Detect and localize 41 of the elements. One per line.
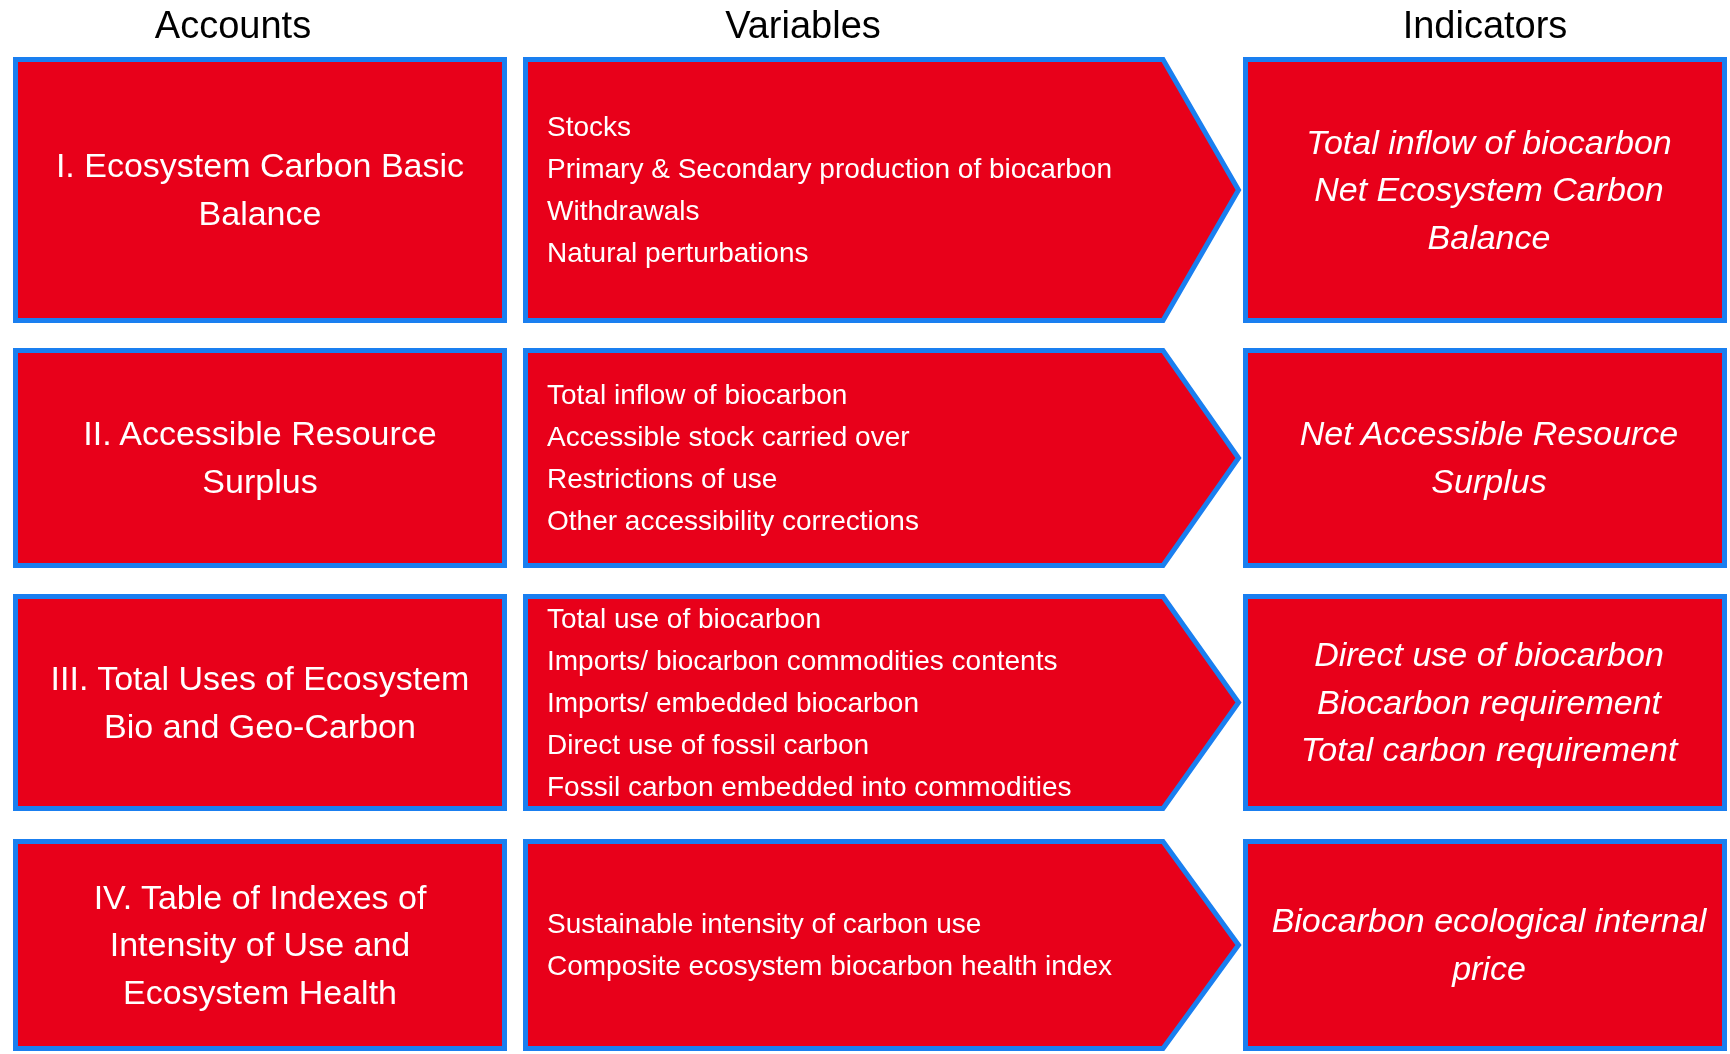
variable-item: Accessible stock carried over: [547, 420, 910, 454]
account-box: [13, 594, 507, 811]
variable-item: Imports/ embedded biocarbon: [547, 685, 919, 720]
variables-panel: [523, 348, 1241, 568]
variable-item: Total inflow of biocarbon: [547, 378, 848, 412]
account-title: II. Accessible Resource Surplus: [82, 413, 438, 502]
variable-item: Withdrawals: [547, 194, 700, 228]
account-title: I. Ecosystem Carbon Basic Balance: [54, 145, 466, 234]
account-box: [13, 57, 507, 323]
indicator-text: Direct use of biocarbon: [1314, 634, 1664, 676]
account-title: IV. Table of Indexes of Intensity of Use and Ecosystem Health: [92, 876, 428, 1013]
variable-item: Total use of biocarbon: [547, 601, 821, 636]
indicator-text: Total carbon requirement: [1300, 729, 1678, 771]
indicator-box: [1243, 57, 1727, 323]
column-heading: Variables: [724, 4, 882, 47]
indicator-box: [1243, 594, 1727, 811]
account-title: III. Total Uses of Ecosystem Bio and Geo-Carbon: [49, 657, 471, 747]
indicator-text: Biocarbon requirement: [1317, 681, 1661, 723]
indicator-text: Biocarbon ecological internal price: [1270, 900, 1708, 989]
indicator-text: Net Ecosystem Carbon Balance: [1313, 169, 1665, 258]
account-box: [13, 348, 507, 568]
variable-item: Direct use of fossil carbon: [547, 727, 870, 762]
variable-item: Other accessibility corrections: [547, 504, 919, 538]
variable-item: Stocks: [547, 110, 632, 144]
variable-item: Natural perturbations: [547, 236, 809, 270]
variable-item: Primary & Secondary production of biocarbon: [547, 152, 1112, 186]
indicator-box: [1243, 348, 1727, 568]
variables-panel: [523, 594, 1241, 811]
indicator-text: Total inflow of biocarbon: [1306, 121, 1672, 163]
variable-item: Imports/ biocarbon commodities contents: [547, 643, 1058, 678]
variable-item: Composite ecosystem biocarbon health index: [547, 949, 1112, 983]
variables-panel: [523, 57, 1241, 323]
column-heading: Indicators: [1401, 4, 1569, 47]
variables-panel: [523, 839, 1241, 1051]
indicator-text: Net Accessible Resource Surplus: [1298, 413, 1680, 502]
variable-item: Restrictions of use: [547, 462, 778, 496]
variable-item: Fossil carbon embedded into commodities: [547, 769, 1072, 804]
column-heading: Accounts: [153, 4, 313, 47]
account-box: [13, 839, 507, 1051]
indicator-box: [1243, 839, 1727, 1051]
variable-item: Sustainable intensity of carbon use: [547, 907, 982, 941]
